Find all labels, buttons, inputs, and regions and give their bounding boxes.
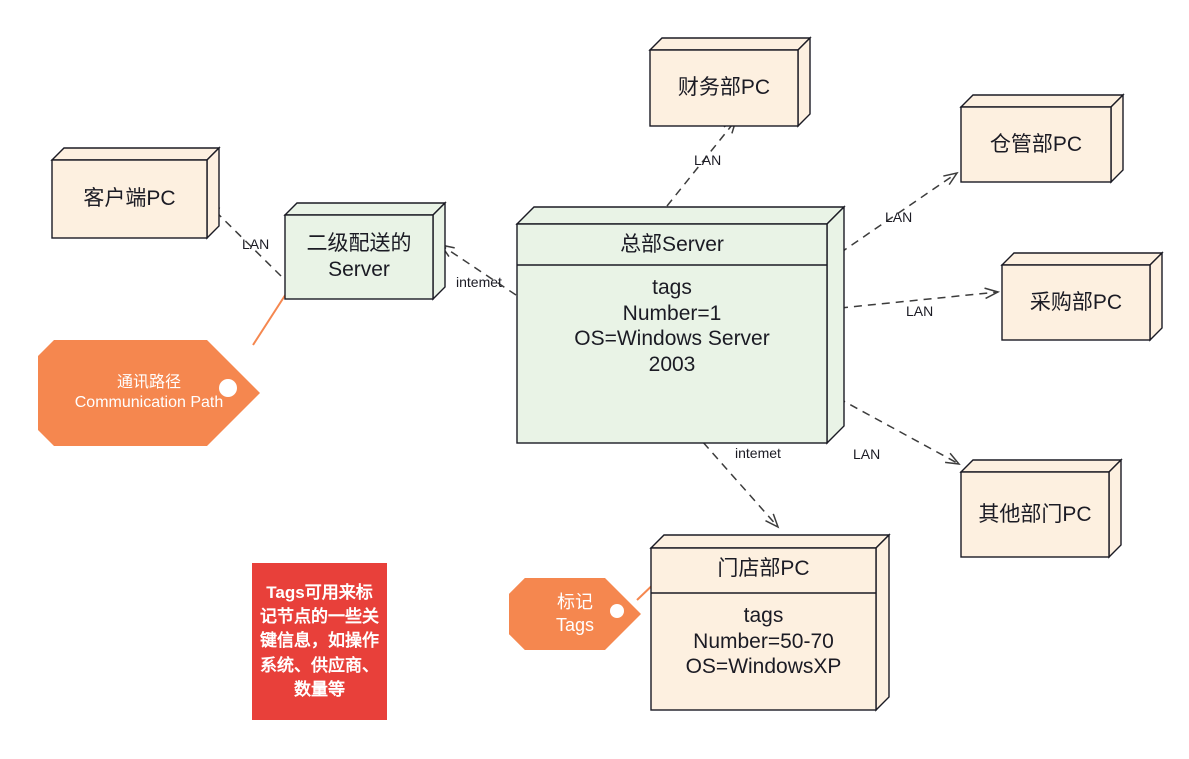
node-warehouse-pc[interactable]: 仓管部PC — [959, 93, 1125, 184]
edge-label-hq-to-finance: LAN — [694, 152, 722, 168]
node-purchase-pc[interactable]: 采购部PC — [1000, 251, 1164, 342]
node-other-pc[interactable]: 其他部门PC — [959, 458, 1123, 559]
edge-label-hq-to-other: LAN — [853, 446, 881, 462]
tag-shape-communication-path-tag — [38, 340, 260, 446]
node-shape-finance-pc — [648, 36, 812, 128]
node-shape-purchase-pc — [1000, 251, 1164, 342]
node-shape-store-pc — [649, 533, 891, 712]
edge-label-hq-to-purchase: LAN — [906, 303, 934, 319]
communication-path-tag[interactable]: 通讯路径 Communication Path — [38, 340, 260, 446]
node-shape-secondary-server — [283, 201, 447, 301]
tags-explanation-note: Tags可用来标记节点的一些关键信息，如操作系统、供应商、数量等 — [252, 563, 387, 720]
node-shape-other-pc — [959, 458, 1123, 559]
node-finance-pc[interactable]: 财务部PC — [648, 36, 812, 128]
edge-label-secondary-to-hq: intemet — [456, 274, 502, 290]
edge-label-secondary-to-client: LAN — [242, 236, 270, 252]
node-shape-hq-server — [515, 205, 846, 445]
node-shape-warehouse-pc — [959, 93, 1125, 184]
tags-marker-tag[interactable]: 标记 Tags — [509, 578, 641, 650]
tag-shape-tags-marker-tag — [509, 578, 641, 650]
edge-label-hq-to-warehouse: LAN — [885, 209, 913, 225]
node-shape-client-pc — [50, 146, 221, 240]
tag-hole-icon — [610, 604, 624, 618]
node-secondary-server[interactable]: 二级配送的 Server — [283, 201, 447, 301]
node-client-pc[interactable]: 客户端PC — [50, 146, 221, 240]
tag-hole-icon — [219, 379, 237, 397]
edge-label-hq-to-store: intemet — [735, 445, 781, 461]
